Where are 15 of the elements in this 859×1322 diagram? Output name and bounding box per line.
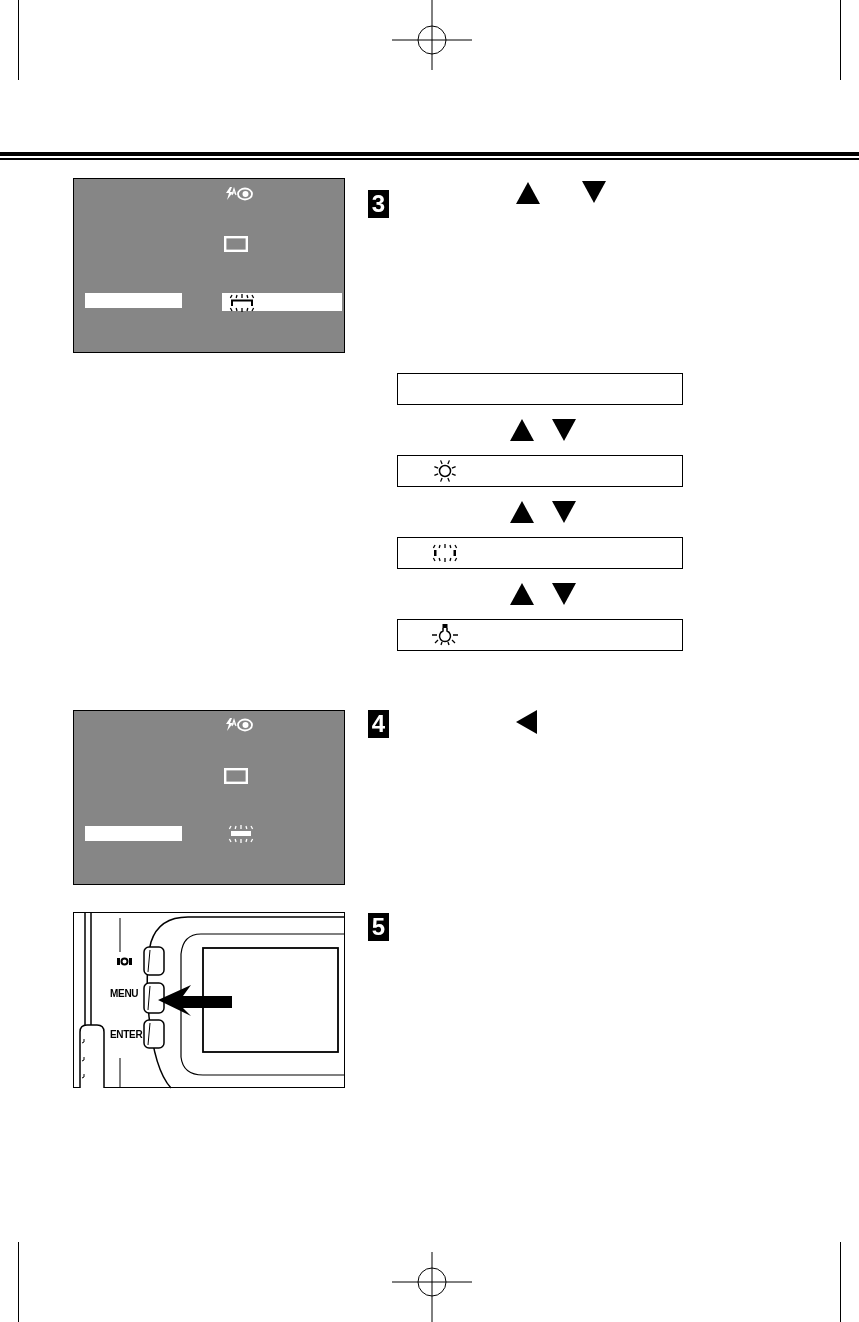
up-arrow <box>510 583 534 605</box>
up-arrow <box>510 501 534 523</box>
option-box <box>397 455 683 487</box>
step-number: 3 <box>368 190 389 218</box>
step-number: 5 <box>368 913 389 941</box>
up-arrow <box>510 419 534 441</box>
down-arrow <box>552 419 576 441</box>
option-box <box>397 619 683 651</box>
down-arrow <box>552 501 576 523</box>
step-number: 4 <box>368 710 389 738</box>
button-label: ENTER <box>110 1029 143 1041</box>
button-label: MENU <box>110 988 139 1000</box>
option-box <box>397 373 683 405</box>
down-arrow <box>552 583 576 605</box>
option-box <box>397 537 683 569</box>
